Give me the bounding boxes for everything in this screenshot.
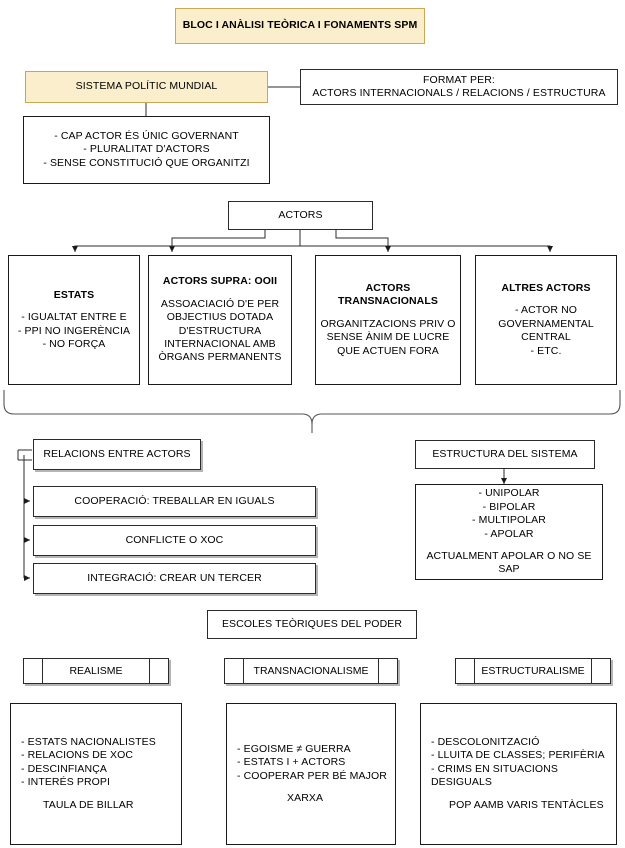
segment-cap-left [24, 659, 43, 683]
actor-box-supra: ACTORS SUPRA: OOII ASSOACIACIÓ D'E PER O… [148, 255, 292, 385]
school-detail-realisme: - ESTATS NACIONALISTES - RELACIONS DE XO… [10, 703, 182, 845]
title-banner-label: BLOC I ANÀLISI TEÒRICA I FONAMENTS SPM [182, 19, 418, 32]
system-traits-box: - CAP ACTOR ÉS ÚNIC GOVERNANT - PLURALIT… [23, 116, 270, 184]
schools-header-box: ESCOLES TEÒRIQUES DEL PODER [207, 610, 417, 639]
relations-item-label: INTEGRACIÓ: CREAR UN TERCER [87, 571, 262, 584]
relations-header-label: RELACIONS ENTRE ACTORS [43, 447, 191, 460]
format-box: FORMAT PER: ACTORS INTERNACIONALS / RELA… [300, 69, 618, 105]
relations-item-cooperacio: COOPERACIÓ: TREBALLAR EN IGUALS [33, 486, 316, 517]
school-bullets: - DESCOLONITZACIÓ - LLUITA DE CLASSES; P… [431, 735, 605, 789]
actor-box-title: ACTORS TRANSNACIONALS [338, 281, 438, 308]
relations-item-label: COOPERACIÓ: TREBALLAR EN IGUALS [74, 494, 275, 507]
schools-header-label: ESCOLES TEÒRIQUES DEL PODER [221, 617, 403, 630]
actor-box-title: ESTATS [53, 288, 95, 301]
segment-cap-right [591, 659, 610, 683]
school-bullets: - EGOISME ≠ GUERRA - ESTATS I + ACTORS -… [237, 742, 387, 782]
actor-box-title: ALTRES ACTORS [501, 281, 591, 294]
school-header-transnacionalisme: TRANSNACIONALISME [224, 658, 398, 684]
school-header-estructuralisme: ESTRUCTURALISME [455, 658, 611, 684]
school-bullets: - ESTATS NACIONALISTES - RELACIONS DE XO… [21, 735, 156, 789]
segment-cap-left [225, 659, 244, 683]
structure-note: ACTUALMENT APOLAR O NO SE SAP [426, 549, 592, 576]
school-header-realisme: REALISME [23, 658, 169, 684]
title-banner: BLOC I ANÀLISI TEÒRICA I FONAMENTS SPM [175, 8, 425, 44]
school-name-label: ESTRUCTURALISME [481, 665, 585, 677]
system-traits-text: - CAP ACTOR ÉS ÚNIC GOVERNANT - PLURALIT… [43, 129, 250, 169]
relations-item-integracio: INTEGRACIÓ: CREAR UN TERCER [33, 563, 316, 594]
structure-header-box: ESTRUCTURA DEL SISTEMA [415, 440, 595, 469]
actor-box-transnacionals: ACTORS TRANSNACIONALS ORGANITZACIONS PRI… [315, 255, 461, 385]
school-tagline: POP AAMB VARIS TENTÀCLES [449, 798, 604, 811]
segment-cap-right [149, 659, 168, 683]
relations-header-box: RELACIONS ENTRE ACTORS [33, 439, 201, 470]
relations-item-conflicte: CONFLICTE O XOC [33, 525, 316, 556]
school-tagline: TAULA DE BILLAR [43, 798, 134, 811]
system-header-box: SISTEMA POLÍTIC MUNDIAL [25, 71, 268, 103]
school-name-label: REALISME [69, 665, 123, 677]
actors-header-box: ACTORS [228, 201, 373, 230]
structure-poles-list: - UNIPOLAR - BIPOLAR - MULTIPOLAR - APOL… [472, 487, 546, 540]
relations-item-label: CONFLICTE O XOC [125, 533, 224, 546]
actor-box-title: ACTORS SUPRA: OOII [162, 275, 278, 288]
segment-cap-right [378, 659, 397, 683]
actor-box-body: - ACTOR NO GOVERNAMENTAL CENTRAL - ETC. [498, 304, 594, 357]
actor-box-estats: ESTATS - IGUALTAT ENTRE E - PPI NO INGER… [8, 255, 140, 385]
school-detail-estructuralisme: - DESCOLONITZACIÓ - LLUITA DE CLASSES; P… [420, 703, 617, 845]
actor-box-body: - IGUALTAT ENTRE E - PPI NO INGERÈNCIA -… [17, 311, 131, 350]
actor-box-body: ASSOACIACIÓ D'E PER OBJECTIUS DOTADA D'E… [158, 297, 282, 364]
system-header-label: SISTEMA POLÍTIC MUNDIAL [75, 80, 218, 93]
school-detail-transnacionalisme: - EGOISME ≠ GUERRA - ESTATS I + ACTORS -… [226, 703, 396, 845]
format-box-text: FORMAT PER: ACTORS INTERNACIONALS / RELA… [312, 73, 606, 99]
actor-box-altres: ALTRES ACTORS - ACTOR NO GOVERNAMENTAL C… [475, 255, 617, 385]
school-tagline: XARXA [287, 791, 324, 804]
structure-header-label: ESTRUCTURA DEL SISTEMA [432, 447, 578, 460]
segment-cap-left [456, 659, 475, 683]
actor-box-body: ORGANITZACIONS PRIV O SENSE ÀNIM DE LUCR… [320, 317, 456, 357]
actors-header-label: ACTORS [278, 208, 323, 221]
structure-detail-box: - UNIPOLAR - BIPOLAR - MULTIPOLAR - APOL… [415, 484, 603, 580]
school-name-label: TRANSNACIONALISME [253, 665, 369, 677]
